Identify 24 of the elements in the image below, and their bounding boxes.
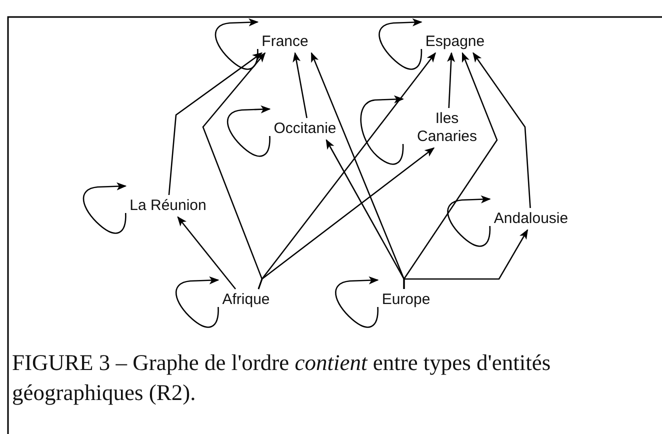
arrow [447, 52, 456, 108]
node-label: Andalousie [490, 208, 572, 230]
self-loop-arrow [176, 276, 220, 328]
arrow [403, 229, 528, 289]
self-loop-arrow [378, 18, 422, 70]
node-label: La Réunion [126, 195, 210, 217]
node-label: Occitanie [270, 118, 340, 140]
node-label: Afrique [218, 289, 274, 311]
node-label: Europe [378, 289, 434, 311]
self-loop-arrow [82, 182, 127, 234]
arrow [258, 147, 435, 290]
figure-caption: FIGURE 3 – Graphe de l'ordre contient entre types d'entités géographiques (R2). [12, 349, 552, 407]
self-loop-arrow [360, 95, 404, 165]
node-label: France [258, 31, 312, 53]
self-loop-arrow [227, 105, 271, 157]
node-label: Iles Canaries [403, 108, 491, 148]
node-label: Espagne [421, 31, 489, 53]
self-loop-arrow [335, 276, 379, 328]
self-loop-arrow [447, 195, 491, 247]
arrow [292, 52, 308, 118]
arrow [472, 52, 531, 208]
arrow [177, 216, 236, 290]
self-loop-arrow [214, 18, 259, 70]
arrow [168, 52, 263, 196]
